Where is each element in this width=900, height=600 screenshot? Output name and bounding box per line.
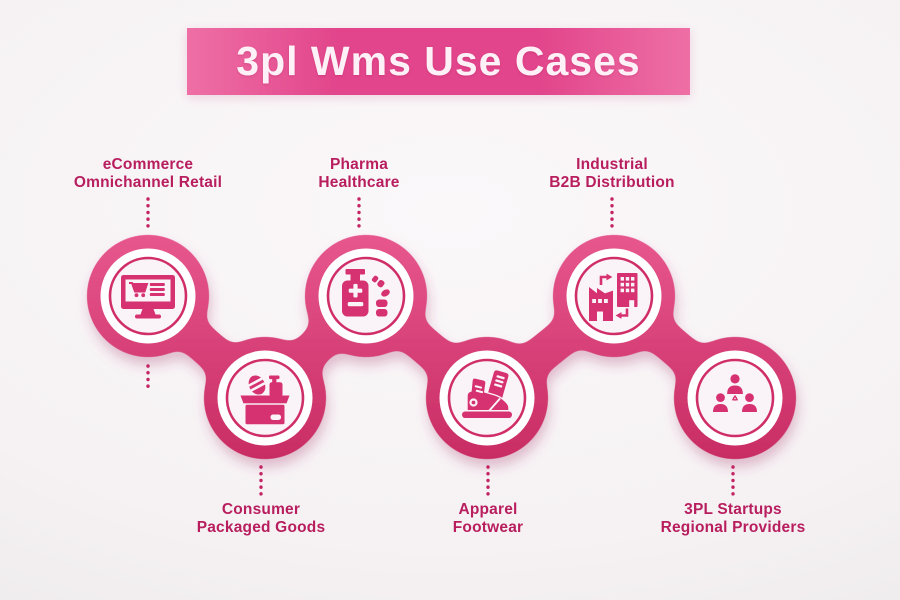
sneakers-icon [462,370,512,418]
monitor-shopping-cart-icon [121,275,175,319]
medicine-bottle-pills-icon [342,269,390,317]
label-line: Consumer [221,501,301,518]
title-banner: 3pl Wms Use Cases [187,28,690,95]
label-line: Apparel [458,501,518,518]
node-label-consumer-packaged-goods: Consumer Packaged Goods [131,501,391,537]
node-label-apparel-footwear: Apparel Footwear [358,501,618,537]
label-line: eCommerce [102,156,194,173]
factory-exchange-icon [589,273,638,321]
label-line: Footwear [452,519,524,536]
chain-body [87,235,796,459]
label-line: Pharma [329,156,389,173]
node-label-industrial-b2b: Industrial B2B Distribution [482,156,742,192]
exchange-arrows-glyph [731,394,739,401]
node-label-pharma-healthcare: Pharma Healthcare [229,156,489,192]
label-line: 3PL Startups [684,501,782,518]
label-line: Omnichannel Retail [73,174,223,191]
label-line: B2B Distribution [549,174,675,191]
label-line: Industrial [576,156,648,173]
page-title: 3pl Wms Use Cases [236,38,641,84]
node-label-3pl-startups: 3PL Startups Regional Providers [603,501,863,537]
dotted-connectors [146,197,735,496]
label-line: Regional Providers [660,519,806,536]
label-line: Packaged Goods [196,519,326,536]
node-label-ecommerce: eCommerce Omnichannel Retail [18,156,278,192]
team-network-icon [713,374,757,412]
label-line: Healthcare [318,174,400,191]
open-box-products-icon [240,375,290,425]
